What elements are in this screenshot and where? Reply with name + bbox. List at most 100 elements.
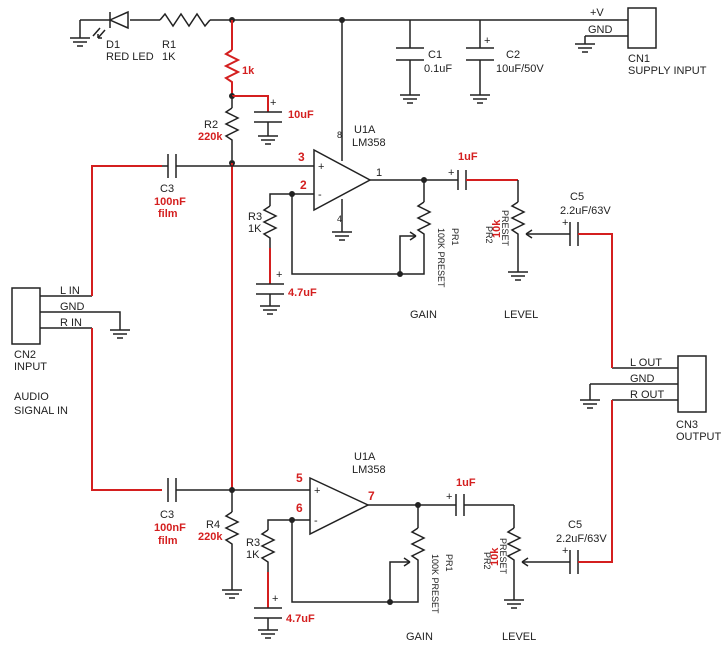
cn2-desc-2: SIGNAL IN — [14, 405, 68, 417]
top-pin-gnd: 4 — [337, 214, 342, 224]
top-channel: C3 100nF film + - 3 2 1 8 4 U1A LM358 R3… — [154, 17, 611, 321]
bias-capacitor-value: 10uF — [288, 109, 314, 121]
top-pr2-value: 10k — [491, 219, 503, 238]
cn1-ref: CN1 — [628, 53, 650, 65]
r1-value: 1K — [162, 51, 176, 63]
top-pin-in-minus: 2 — [300, 178, 307, 192]
top-c3-value: 100nF — [154, 196, 186, 208]
resistor-r4 — [224, 511, 240, 590]
svg-text:+: + — [562, 217, 568, 229]
d1-ref: D1 — [106, 39, 120, 51]
cn1-desc: SUPPLY INPUT — [628, 65, 707, 77]
top-out-capacitor-value: 1uF — [458, 151, 478, 163]
r2-value: 220k — [198, 131, 223, 143]
bias-resistor-top-value: 1k — [242, 65, 255, 77]
top-pr2-ref: PR2 — [484, 226, 494, 244]
bottom-channel: C3 100nF film + - 5 6 7 U1A LM358 R3 1K … — [154, 451, 607, 643]
c1-ref: C1 — [428, 49, 442, 61]
top-pr1-value: 100K PRESET — [436, 228, 446, 288]
bottom-pr1-ref: PR1 — [444, 554, 454, 572]
bottom-out-capacitor — [455, 494, 465, 516]
svg-text:+: + — [276, 269, 282, 281]
bottom-level-label: LEVEL — [502, 631, 536, 643]
top-r3-ref: R3 — [248, 211, 262, 223]
connector-cn2 — [11, 287, 41, 345]
bottom-pin-out: 7 — [368, 489, 375, 503]
cn3-pin-r: R OUT — [630, 389, 665, 401]
r4-ref: R4 — [206, 519, 220, 531]
bottom-pr2-type: PRESET — [498, 538, 508, 575]
top-pr1-preset — [400, 201, 432, 275]
r2-ref: R2 — [204, 119, 218, 131]
top-level-label: LEVEL — [504, 309, 538, 321]
output-connector-section: L OUT GND R OUT CN3 OUTPUT — [580, 233, 721, 563]
top-c5-capacitor — [569, 222, 579, 246]
cn3-ref: CN3 — [676, 419, 698, 431]
top-pr2-type: PRESET — [500, 210, 510, 247]
top-c5-ref: C5 — [570, 191, 584, 203]
bottom-c3-ref: C3 — [160, 509, 174, 521]
bottom-c5-ref: C5 — [568, 519, 582, 531]
cn3-label: OUTPUT — [676, 431, 721, 443]
svg-text:+: + — [270, 97, 276, 109]
cn3-pin-l: L OUT — [630, 357, 662, 369]
input-connector-section: L IN GND R IN CN2 INPUT AUDIO SIGNAL IN — [11, 165, 162, 491]
top-pr2-preset — [510, 201, 526, 272]
svg-text:+: + — [448, 167, 454, 179]
top-c5-value: 2.2uF/63V — [560, 205, 611, 217]
connector-cn1 — [627, 7, 657, 49]
c2-ref: C2 — [506, 49, 520, 61]
r1-ref: R1 — [162, 39, 176, 51]
d1-value: RED LED — [106, 51, 154, 63]
capacitor-c2 — [466, 47, 494, 61]
bottom-c3-capacitor — [167, 478, 177, 502]
capacitor-c1 — [396, 47, 424, 61]
svg-text:+: + — [562, 545, 568, 557]
top-pin-in-plus: 3 — [298, 150, 305, 164]
top-opamp — [313, 148, 372, 212]
top-pr1-ref: PR1 — [450, 228, 460, 246]
led-d1 — [92, 10, 129, 39]
bottom-c5-value: 2.2uF/63V — [556, 533, 607, 545]
cn1-pin-v: +V — [590, 7, 604, 19]
bottom-pr2-preset — [506, 527, 522, 600]
bottom-pin-in-minus: 6 — [296, 501, 303, 515]
top-pin-out: 1 — [376, 167, 382, 179]
svg-text:-: - — [314, 515, 318, 527]
svg-text:-: - — [318, 189, 322, 201]
cn2-desc-1: AUDIO — [14, 391, 49, 403]
top-opamp-part: LM358 — [352, 137, 386, 149]
bottom-fb-capacitor — [254, 607, 282, 619]
cn2-pin-r: R IN — [60, 317, 82, 329]
top-opamp-ref: U1A — [354, 124, 376, 136]
bottom-opamp-part: LM358 — [352, 464, 386, 476]
supply-section: D1 RED LED R1 1K C1 0.1uF + C2 10uF/50V … — [70, 7, 707, 104]
bottom-pr2-value: 10k — [489, 547, 501, 566]
bottom-opamp — [309, 476, 370, 536]
resistor-r1 — [159, 12, 211, 28]
resistor-r2 — [224, 107, 240, 160]
top-gain-label: GAIN — [410, 309, 437, 321]
top-c3-type: film — [158, 208, 178, 220]
cn2-ref: CN2 — [14, 349, 36, 361]
cn2-pin-l: L IN — [60, 285, 80, 297]
bottom-pr1-value: 100K PRESET — [430, 554, 440, 614]
bottom-c3-value: 100nF — [154, 522, 186, 534]
bottom-pr1-preset — [390, 527, 426, 603]
connector-cn3 — [677, 355, 707, 413]
svg-text:+: + — [484, 35, 490, 47]
svg-text:+: + — [272, 593, 278, 605]
bias-resistor-top — [223, 49, 241, 96]
cn2-label: INPUT — [14, 361, 47, 373]
bias-capacitor — [254, 111, 282, 123]
bottom-r3-ref: R3 — [246, 537, 260, 549]
bottom-opamp-ref: U1A — [354, 451, 376, 463]
bottom-out-capacitor-value: 1uF — [456, 477, 476, 489]
bottom-r3-resistor — [260, 529, 276, 572]
top-r3-resistor — [262, 205, 278, 248]
svg-text:+: + — [318, 161, 324, 173]
top-fb-capacitor — [256, 283, 284, 295]
bottom-fb-capacitor-value: 4.7uF — [286, 613, 315, 625]
cn1-pin-gnd: GND — [588, 24, 613, 36]
